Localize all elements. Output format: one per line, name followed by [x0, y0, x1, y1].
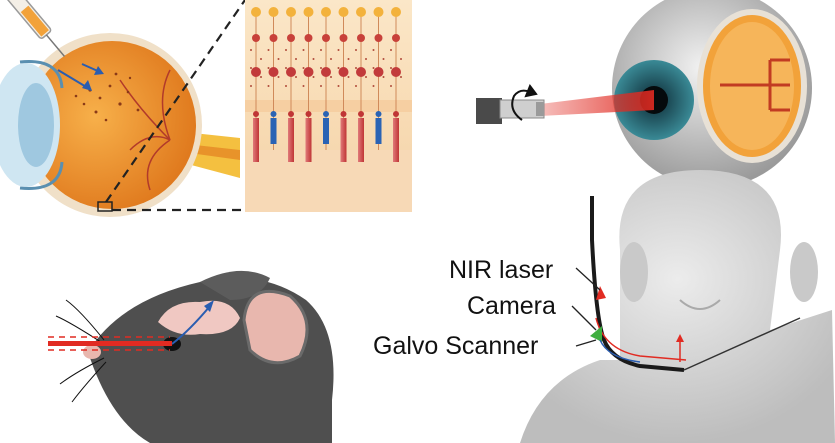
human-head [520, 170, 835, 443]
laser-probe [476, 98, 545, 124]
zoom-lines [105, 0, 246, 212]
retina [28, 41, 196, 209]
mouse-laser-beam [48, 336, 172, 351]
eyeball-model [612, 0, 812, 188]
rotation-arrow-icon [511, 83, 538, 121]
retina-cell-column [285, 7, 297, 162]
laser-beam-icon [540, 90, 654, 116]
retina-cell-column [337, 7, 350, 162]
retina-layers-panel [245, 0, 412, 212]
lens [18, 83, 54, 167]
retina-cell-column [320, 7, 332, 150]
mouse-head [55, 270, 334, 443]
retina-cell-column [302, 7, 315, 162]
retina-cell-column [355, 7, 367, 162]
retina-cell-column [372, 7, 385, 150]
injected-particles [74, 72, 140, 122]
nir-laser-marker [596, 286, 606, 300]
whiskers [55, 299, 107, 403]
retina-cell-column [390, 7, 402, 162]
galvo-scanner-label: Galvo Scanner [373, 332, 539, 360]
stimulus-letter-e [720, 58, 790, 112]
retina-cell-column [267, 7, 280, 150]
label-leaders [571, 267, 601, 347]
injection-arrow [57, 69, 89, 89]
camera-marker [590, 326, 602, 342]
retina-cell-column [250, 7, 262, 162]
nir-laser-label: NIR laser [449, 256, 554, 284]
camera-label: Camera [467, 292, 556, 320]
syringe-icon [4, 0, 66, 57]
mouse-ear [242, 290, 309, 365]
zoom-box [97, 201, 113, 212]
head-mounted-device [590, 196, 801, 372]
